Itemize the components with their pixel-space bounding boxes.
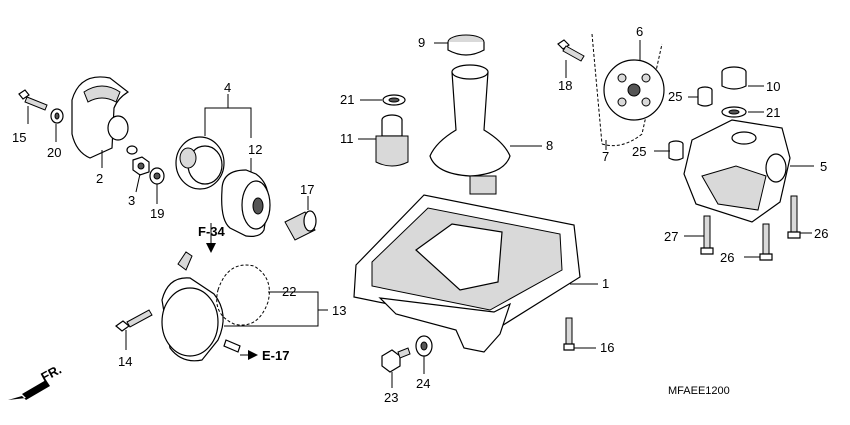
part-9-cap <box>447 34 485 56</box>
callout-11: 11 <box>340 131 354 146</box>
part-27-bolt <box>700 215 714 255</box>
callout-3: 3 <box>128 193 135 208</box>
part-1-oil-pan <box>353 194 581 353</box>
part-13-oil-cooler <box>161 251 241 362</box>
part-5-oil-pump <box>683 119 791 223</box>
callout-8: 8 <box>546 138 553 153</box>
part-26b-bolt <box>787 195 801 239</box>
part-26a-bolt <box>759 223 773 261</box>
callout-4: 4 <box>224 80 231 95</box>
ref-f34: F-34 <box>198 224 226 239</box>
part-16-bolt <box>563 317 575 351</box>
callout-12: 12 <box>248 142 262 157</box>
callout-26b: 26 <box>814 226 828 241</box>
callout-5: 5 <box>820 159 827 174</box>
part-14-bolt <box>115 309 153 332</box>
callout-9: 9 <box>418 35 425 50</box>
callout-10: 10 <box>766 79 780 94</box>
callout-27: 27 <box>664 229 678 244</box>
part-2-cover <box>71 76 138 159</box>
part-6-sprocket <box>603 59 665 121</box>
part-12-oil-filter <box>221 169 271 237</box>
callout-25a: 25 <box>668 89 682 104</box>
diagram-code: MFAEE1200 <box>668 385 730 397</box>
part-23-drain-bolt <box>381 347 411 373</box>
callout-20: 20 <box>47 145 61 160</box>
part-11-sensor <box>375 114 409 167</box>
part-15-bolt <box>18 89 48 111</box>
part-21a-washer <box>382 94 406 106</box>
callout-15: 15 <box>12 130 26 145</box>
ref-e17: E-17 <box>262 348 289 363</box>
callout-13: 13 <box>332 303 346 318</box>
bracket-4-12 <box>204 107 252 138</box>
part-4-ring <box>175 136 225 190</box>
callout-23: 23 <box>384 390 398 405</box>
part-19-washer <box>149 167 165 185</box>
callout-18: 18 <box>558 78 572 93</box>
front-label: FR. <box>38 362 64 385</box>
callout-26a: 26 <box>720 250 734 265</box>
leader-lines <box>27 40 814 388</box>
ref-e17-arrow <box>240 350 258 360</box>
callout-1: 1 <box>602 276 609 291</box>
part-21b-washer <box>721 106 747 118</box>
part-18-bolt <box>557 39 585 62</box>
callout-16: 16 <box>600 340 614 355</box>
callout-2: 2 <box>96 171 103 186</box>
part-3-nut <box>132 156 150 176</box>
callout-14: 14 <box>118 354 132 369</box>
part-20-washer <box>50 108 64 124</box>
front-arrow-icon <box>8 380 50 400</box>
part-10-collar <box>721 66 747 90</box>
part-24-washer <box>415 335 433 357</box>
part-25b-pin <box>668 140 684 161</box>
callout-21a: 21 <box>340 92 354 107</box>
callout-19: 19 <box>150 206 164 221</box>
callout-17: 17 <box>300 182 314 197</box>
part-22-o-ring <box>216 264 270 326</box>
callout-22: 22 <box>282 284 296 299</box>
part-17-stud <box>284 210 317 241</box>
ref-f34-arrow <box>206 223 216 253</box>
part-8-filler-neck <box>429 64 511 195</box>
callout-24: 24 <box>416 376 430 391</box>
callout-25b: 25 <box>632 144 646 159</box>
callout-21b: 21 <box>766 105 780 120</box>
callout-7: 7 <box>602 149 609 164</box>
callout-6: 6 <box>636 24 643 39</box>
bracket-13-22 <box>224 291 319 327</box>
part-25a-pin <box>697 86 713 107</box>
part-7-chain <box>591 33 663 147</box>
